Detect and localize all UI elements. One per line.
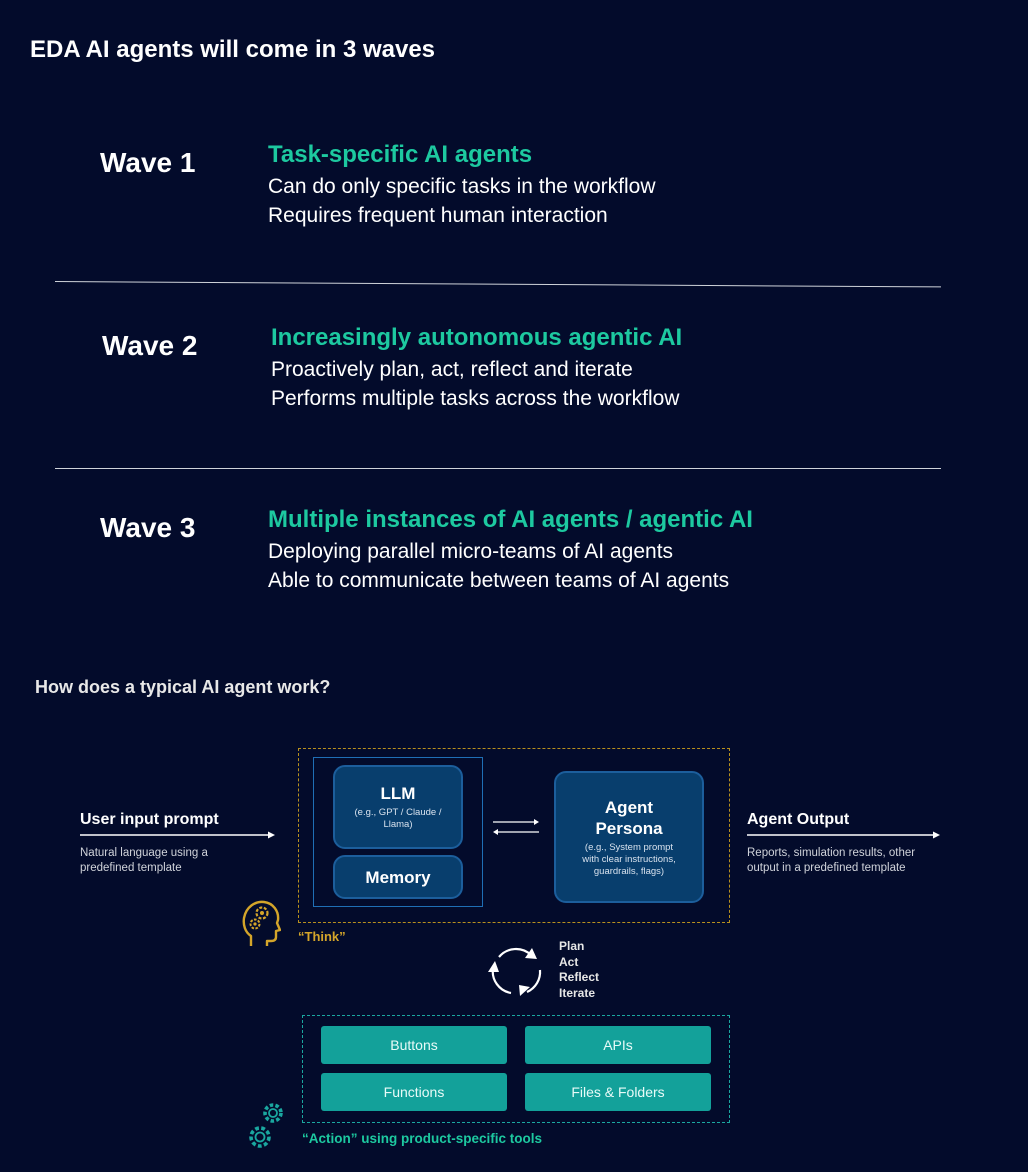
tool-functions: Functions <box>321 1073 507 1111</box>
cycle-step-iterate: Iterate <box>559 985 596 1000</box>
persona-subtitle-line-3: guardrails, flags) <box>593 865 665 877</box>
input-title: User input prompt <box>80 811 219 828</box>
persona-title-line-1: Agent <box>604 797 654 817</box>
wave-3-line-1: Deploying parallel micro-teams of AI age… <box>268 540 674 563</box>
wave-2-label: Wave 2 <box>102 330 198 361</box>
think-caption: “Think” <box>298 929 346 944</box>
page-title: EDA AI agents will come in 3 waves <box>30 36 436 63</box>
persona-title-line-2: Persona <box>595 818 663 838</box>
tool-apis: APIs <box>525 1026 711 1064</box>
action-caption: “Action” using product-specific tools <box>302 1131 543 1146</box>
wave-1-line-2: Requires frequent human interaction <box>268 204 608 227</box>
wave-2-line-1: Proactively plan, act, reflect and itera… <box>271 358 633 381</box>
wave-3-line-2: Able to communicate between teams of AI … <box>268 569 730 592</box>
action-container <box>302 1015 730 1123</box>
gears-icon <box>249 1103 283 1148</box>
output-desc-2: output in a predefined template <box>747 862 906 874</box>
llm-title: LLM <box>380 784 416 803</box>
cycle-step-act: Act <box>559 954 579 969</box>
llm-subtitle: (e.g., GPT / Claude / Llama) <box>355 807 442 831</box>
output-title: Agent Output <box>747 811 850 828</box>
wave-3-heading: Multiple instances of AI agents / agenti… <box>268 506 753 533</box>
wave-divider-1 <box>54 281 941 288</box>
cycle-arrows-icon <box>488 947 542 996</box>
cycle-step-reflect: Reflect <box>559 970 600 984</box>
output-desc-1: Reports, simulation results, other <box>747 847 916 859</box>
wave-divider-2 <box>55 468 941 469</box>
llm-memory-group <box>313 757 483 907</box>
output-arrow <box>747 831 940 839</box>
head-gear-icon <box>242 900 281 946</box>
diagram-title: How does a typical AI agent work? <box>35 677 331 697</box>
input-desc-2: predefined template <box>80 862 182 874</box>
wave-1-heading: Task-specific AI agents <box>268 141 533 168</box>
wave-3-label: Wave 3 <box>100 512 196 543</box>
tool-files-folders: Files & Folders <box>525 1073 711 1111</box>
think-container <box>298 748 730 923</box>
wave-2-heading: Increasingly autonomous agentic AI <box>271 324 683 351</box>
wave-2-line-2: Performs multiple tasks across the workf… <box>271 387 680 410</box>
cycle-steps: Plan Act Reflect Iterate <box>559 939 599 1001</box>
memory-title: Memory <box>365 867 431 887</box>
tool-buttons: Buttons <box>321 1026 507 1064</box>
persona-subtitle-line-1: (e.g., System prompt <box>584 841 674 853</box>
llm-subtitle-line-2: Llama) <box>383 819 413 830</box>
wave-1-line-1: Can do only specific tasks in the workfl… <box>268 175 656 198</box>
wave-1-label: Wave 1 <box>100 147 196 178</box>
persona-subtitle-line-2: with clear instructions, <box>582 853 676 865</box>
input-desc-1: Natural language using a <box>80 847 208 859</box>
input-arrow <box>80 831 275 839</box>
cycle-step-plan: Plan <box>559 939 585 953</box>
memory-box: Memory <box>333 855 463 899</box>
exchange-arrows <box>493 819 539 835</box>
persona-box: Agent Persona (e.g., System prompt with … <box>554 771 704 903</box>
llm-subtitle-line-1: (e.g., GPT / Claude / <box>354 807 442 818</box>
llm-box: LLM (e.g., GPT / Claude / Llama) <box>333 765 463 849</box>
persona-subtitle: (e.g., System prompt with clear instruct… <box>582 842 675 878</box>
